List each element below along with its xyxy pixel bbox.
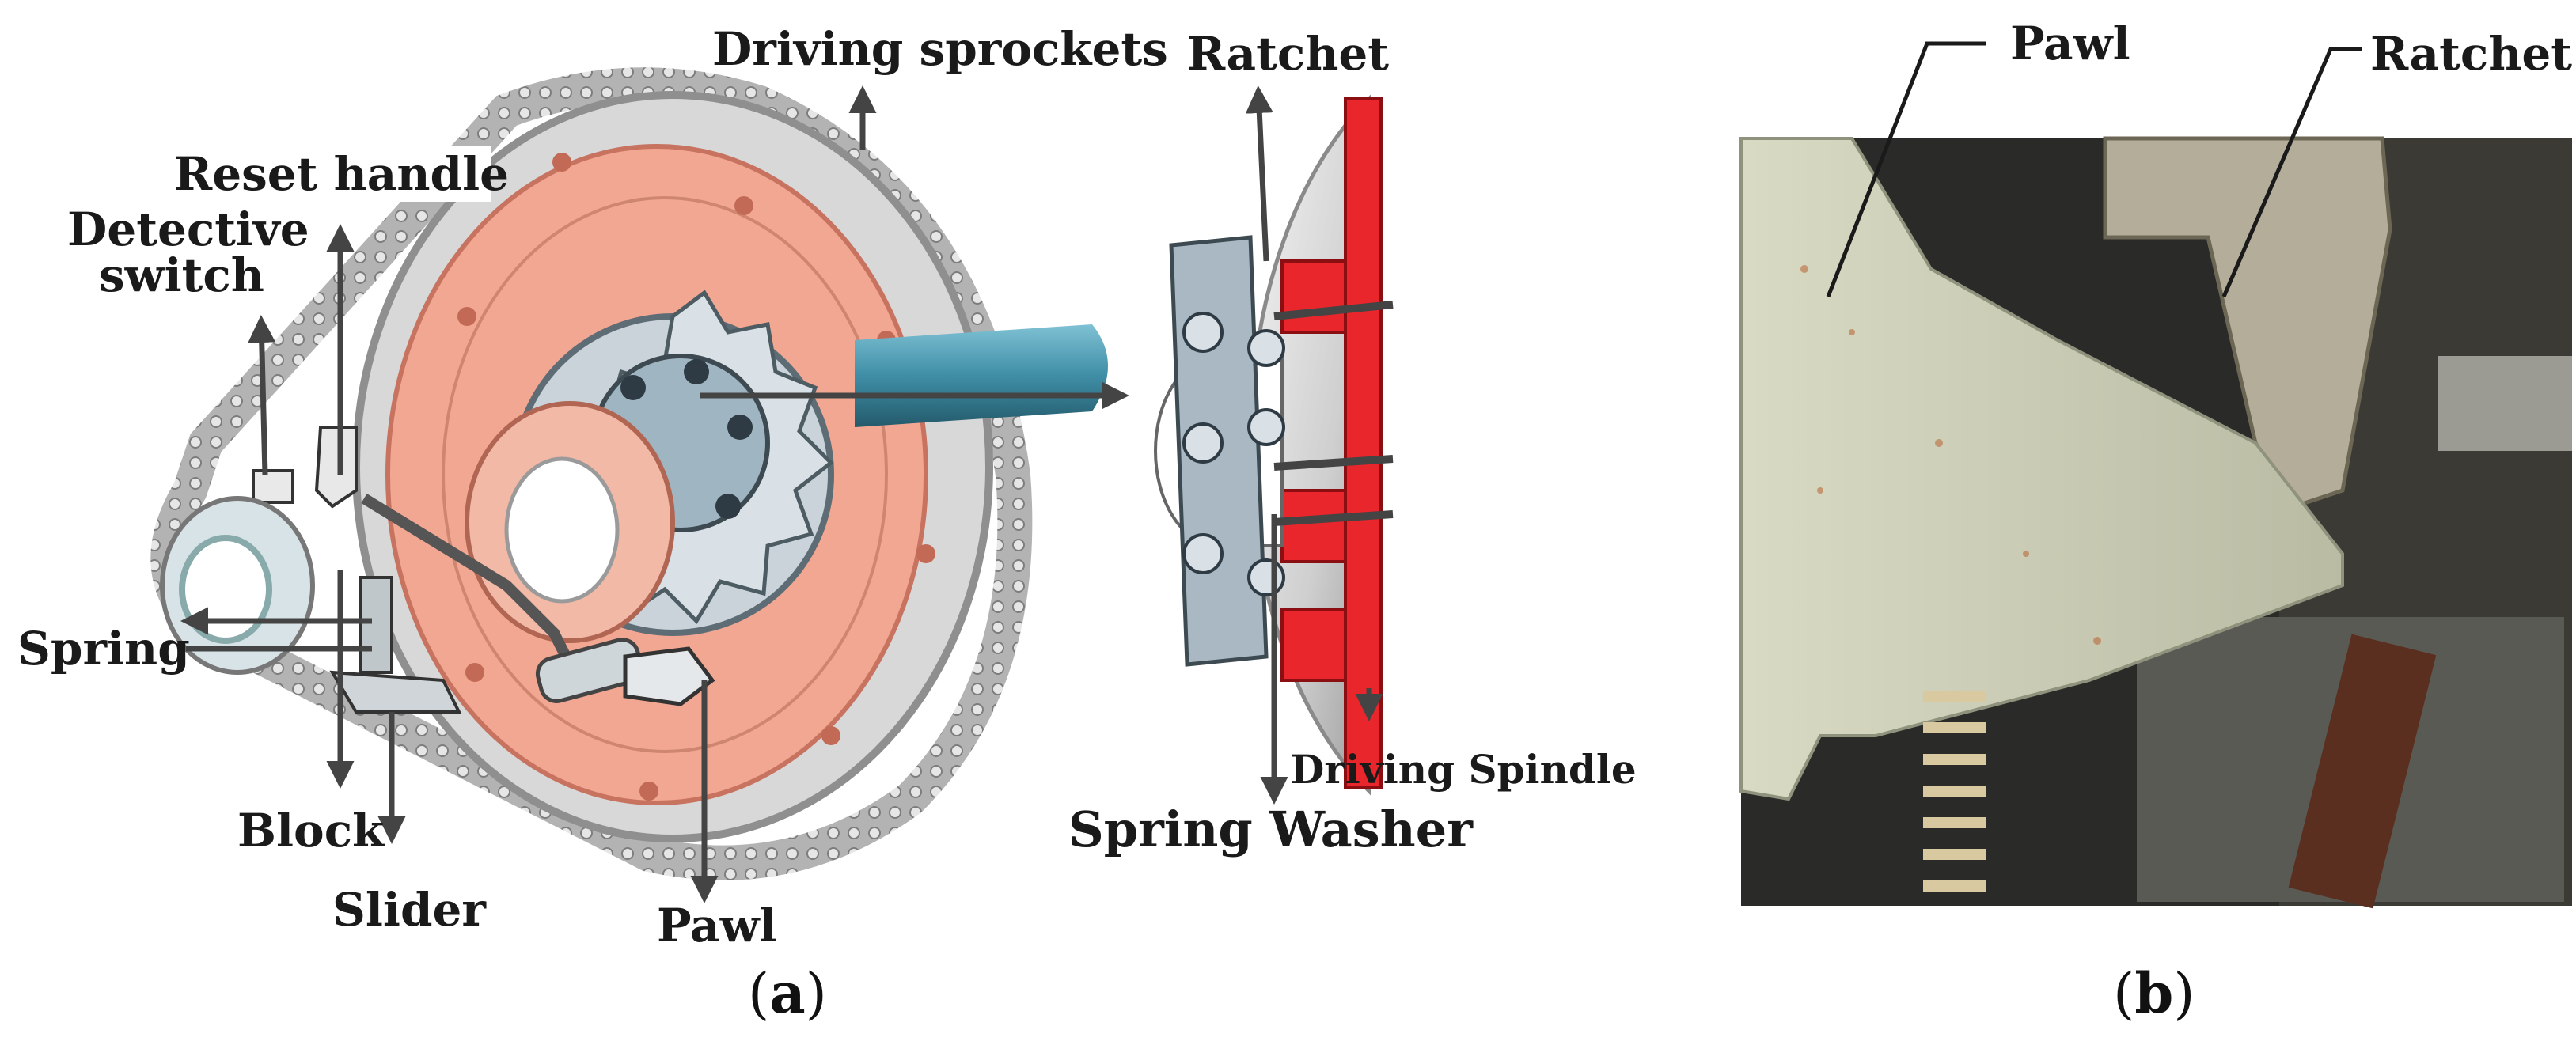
callout-lines-b [1826,41,2362,297]
label-pawl-b: Pawl [2010,17,2130,70]
label-ratchet-b: Ratchet [2370,27,2572,81]
reset-handle [314,426,358,509]
label-detective-switch-line2: switch [99,248,264,302]
labels-a: Driving sprockets Ratchet Reset handle D… [17,22,1637,952]
label-spring-washer: Spring Washer [1068,801,1474,858]
label-spring: Spring [17,622,190,676]
caption-b: (b) [2113,960,2195,1026]
panel-b-photo [1739,136,2572,909]
detective-switch [252,469,294,504]
label-detective-switch-line1: Detective [67,203,309,256]
label-slider: Slider [332,883,487,937]
label-driving-spindle: Driving Spindle [1290,746,1637,793]
photo-pawl [1739,137,2344,801]
drive-chain [150,67,1033,880]
label-ratchet-a: Ratchet [1187,27,1389,81]
callout-arrows-a [180,85,1383,903]
panel-a-illustration [150,67,1108,880]
label-block: Block [237,804,385,858]
caption-a: (a) [748,960,827,1026]
label-pawl-a: Pawl [657,899,777,952]
label-driving-sprockets: Driving sprockets [712,22,1168,76]
pawl-lever [361,494,575,668]
label-reset-handle: Reset handle [174,147,509,201]
slider-assembly [329,670,462,714]
cutaway-detail [1154,94,1394,796]
red-washer-plate [1344,97,1383,789]
drive-shaft [855,324,1108,427]
photo-spring [1923,691,1986,892]
